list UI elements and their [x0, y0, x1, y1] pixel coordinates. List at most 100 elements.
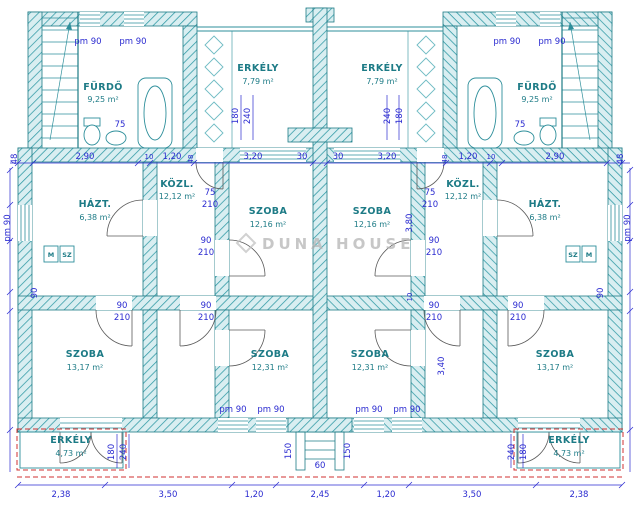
- room-area: 4,73 m²: [55, 449, 86, 458]
- dim-label: 48: [10, 154, 20, 165]
- room-area: 7,79 m²: [242, 77, 273, 86]
- dim-label: 210: [198, 248, 214, 258]
- dim-label: 180: [231, 108, 241, 124]
- dim-label: 10: [406, 293, 414, 302]
- dim-label: 75: [425, 188, 436, 198]
- dim-label: 90: [429, 301, 440, 311]
- balcony-bottom: [19, 431, 124, 469]
- dim-label: 150: [343, 443, 353, 459]
- dim-label: 48: [187, 155, 195, 164]
- window-glazing-lines: [20, 14, 306, 430]
- staircase: [42, 12, 79, 148]
- dim-label: 240: [507, 444, 517, 460]
- room-area: 6,38 m²: [529, 213, 560, 222]
- appliance-boxes: [43, 245, 75, 263]
- dim-label: 48: [441, 155, 449, 164]
- dimension-labels: 48 2,90 10 1,20 3,20 30 30 3,20 1,20 10 …: [3, 37, 633, 500]
- watermark: DUNA HOUSE: [235, 232, 415, 254]
- dim-label: 75: [205, 188, 216, 198]
- washer-label: M: [48, 251, 54, 259]
- dim-label: 3,50: [463, 490, 482, 500]
- room-label-hazt-right: HÁZT.: [529, 198, 562, 210]
- dim-label: 90: [117, 301, 128, 311]
- dim-label: 1,20: [163, 152, 182, 162]
- dryer-box: [59, 245, 75, 263]
- dim-label: 2,90: [546, 152, 565, 162]
- dim-label: 210: [422, 200, 438, 210]
- dim-label: pm 90: [393, 405, 420, 415]
- dim-label: 210: [426, 313, 442, 323]
- room-area: 12,12 m²: [159, 192, 195, 201]
- dim-label: pm 90: [538, 37, 565, 47]
- dim-label: 150: [284, 443, 294, 459]
- dim-label: 90: [429, 236, 440, 246]
- room-label-szoba-mid-left: SZOBA: [249, 206, 288, 217]
- dim-label: 240: [243, 108, 253, 124]
- dim-label: 90: [201, 301, 212, 311]
- room-area: 12,16 m²: [250, 220, 286, 229]
- dim-label: 3,40: [437, 357, 447, 376]
- dim-label: 30: [333, 152, 344, 162]
- room-area: 12,31 m²: [252, 363, 288, 372]
- dim-label: pm 90: [3, 214, 13, 241]
- dim-label: 10: [487, 153, 496, 161]
- room-label-szoba-corner-right: SZOBA: [536, 349, 575, 360]
- room-label-szoba-center-left: SZOBA: [251, 349, 290, 360]
- dim-label: 90: [596, 288, 606, 299]
- room-area: 12,31 m²: [352, 363, 388, 372]
- dimension-lines: [6, 95, 634, 489]
- dim-label: 210: [202, 200, 218, 210]
- dim-label: 180: [395, 108, 405, 124]
- room-label-szoba-corner-left: SZOBA: [66, 349, 105, 360]
- room-area: 9,25 m²: [87, 95, 118, 104]
- balcony-furniture: [204, 35, 224, 143]
- dim-label: 210: [426, 248, 442, 258]
- washer-label: M: [586, 251, 592, 259]
- left-unit: [17, 11, 321, 469]
- dim-label: 1,20: [245, 490, 264, 500]
- dimension-ticks: [6, 159, 634, 489]
- dim-label: 2,45: [311, 490, 330, 500]
- dim-label: 2,90: [76, 152, 95, 162]
- dim-label: 3,20: [244, 152, 263, 162]
- dim-label: 240: [383, 108, 393, 124]
- room-label-furdo-left: FÜRDŐ: [83, 82, 122, 93]
- room-area: 12,16 m²: [354, 220, 390, 229]
- room-label-kozl-right: KÖZL.: [446, 179, 480, 190]
- washbasin: [105, 130, 127, 146]
- dim-label: 180: [107, 444, 117, 460]
- room-area: 13,17 m²: [67, 363, 103, 372]
- center-porch: [295, 431, 345, 471]
- room-label-szoba-mid-right: SZOBA: [353, 206, 392, 217]
- red-dashed-outline: [16, 428, 624, 478]
- party-wall: [287, 7, 353, 433]
- dim-label: pm 90: [119, 37, 146, 47]
- dim-label: 30: [297, 152, 308, 162]
- watermark-text: DUNA HOUSE: [262, 235, 415, 253]
- room-label-furdo-right: FÜRDŐ: [517, 82, 556, 93]
- room-area: 13,17 m²: [537, 363, 573, 372]
- washer-box: [43, 245, 59, 263]
- dim-label: 210: [114, 313, 130, 323]
- room-area: 6,38 m²: [79, 213, 110, 222]
- room-area: 4,73 m²: [553, 449, 584, 458]
- dim-label: 210: [198, 313, 214, 323]
- dim-label: 3,50: [159, 490, 178, 500]
- dim-label: pm 90: [493, 37, 520, 47]
- dim-label: 90: [30, 288, 40, 299]
- dim-label: pm 90: [219, 405, 246, 415]
- dim-label: 3,80: [405, 214, 415, 233]
- room-label-erkely-bottom-left: ERKÉLY: [50, 434, 92, 446]
- dim-label: 2,38: [52, 490, 71, 500]
- dim-label: pm 90: [355, 405, 382, 415]
- dim-label: 60: [315, 461, 326, 471]
- dim-label: 210: [510, 313, 526, 323]
- dim-label: 1,20: [459, 152, 478, 162]
- dim-label: 180: [519, 444, 529, 460]
- dim-label: 75: [515, 120, 526, 130]
- room-label-erkely-top-right: ERKÉLY: [361, 62, 403, 74]
- dim-label: 90: [201, 236, 212, 246]
- room-label-erkely-top-left: ERKÉLY: [237, 62, 279, 74]
- dim-label: pm 90: [623, 214, 633, 241]
